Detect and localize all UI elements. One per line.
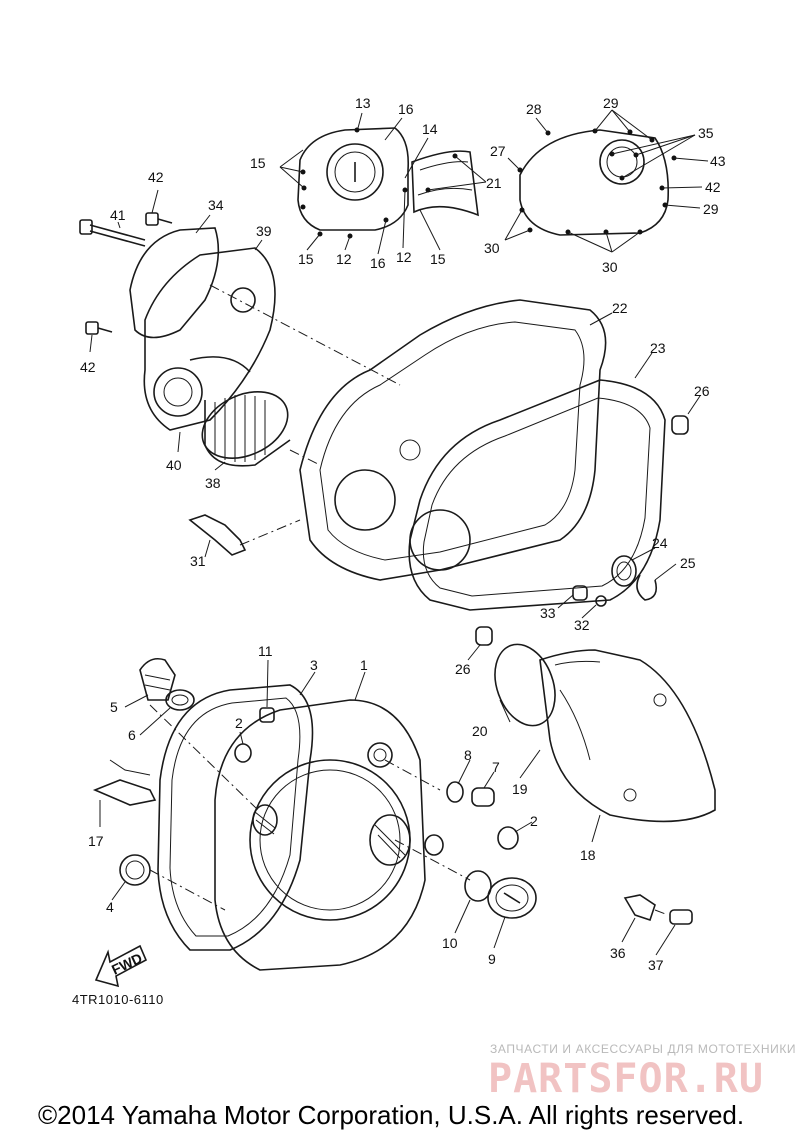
callout-23: 23 [650,340,666,356]
callout-42: 42 [148,169,164,185]
callout-13: 13 [355,95,371,111]
callout-19: 19 [512,781,528,797]
forward-direction-icon: FWD [94,944,148,988]
callout-10: 10 [442,935,458,951]
watermark-tagline: ЗАПЧАСТИ И АКСЕССУАРЫ ДЛЯ МОТОТЕХНИКИ [490,1042,797,1056]
callout-20: 20 [472,723,488,739]
callout-25: 25 [680,555,696,571]
callout-15: 15 [430,251,446,267]
callout-32: 32 [574,617,590,633]
callout-24: 24 [652,535,668,551]
callout-6: 6 [128,727,136,743]
callout-14: 14 [422,121,438,137]
callout-26: 26 [694,383,710,399]
callout-21: 21 [486,175,502,191]
callout-41: 41 [110,207,126,223]
callout-35: 35 [698,125,714,141]
callout-28: 28 [526,101,542,117]
callout-30: 30 [602,259,618,275]
callout-5: 5 [110,699,118,715]
crankcase-gasket-group [188,299,701,661]
callout-42: 42 [80,359,96,375]
callout-9: 9 [488,951,496,967]
callout-12: 12 [396,249,412,265]
callout-27: 27 [490,143,506,159]
oil-filter-group [79,189,401,471]
sprocket-cover-group [446,643,716,956]
callout-18: 18 [580,847,596,863]
callout-17: 17 [88,833,104,849]
callout-8: 8 [464,747,472,763]
callout-1: 1 [360,657,368,673]
callout-26: 26 [455,661,471,677]
callout-34: 34 [208,197,224,213]
watermark-logo: PARTSFOR.RU [488,1056,764,1102]
callout-11: 11 [258,643,273,659]
callout-15: 15 [250,155,266,171]
callout-labels: 13 16 14 15 21 15 12 16 12 15 28 29 27 3… [80,95,726,973]
callout-31: 31 [190,553,206,569]
callout-40: 40 [166,457,182,473]
copyright-notice: ©2014 Yamaha Motor Corporation, U.S.A. A… [38,1100,745,1130]
callout-36: 36 [610,945,626,961]
callout-42: 42 [705,179,721,195]
callout-30: 30 [484,240,500,256]
callout-16: 16 [398,101,414,117]
callout-29: 29 [703,201,719,217]
callout-38: 38 [205,475,221,491]
callout-22: 22 [612,300,628,316]
fwd-label: FWD [109,950,145,978]
callout-7: 7 [492,759,500,775]
callout-2: 2 [235,715,243,731]
inspection-cover-group [279,112,487,255]
callout-43: 43 [710,153,726,169]
callout-15: 15 [298,251,314,267]
crankcase-cover-group [92,657,471,971]
callout-12: 12 [336,251,352,267]
callout-33: 33 [540,605,556,621]
callout-37: 37 [648,957,664,973]
callout-2: 2 [530,813,538,829]
diagram-part-code: 4TR1010-6110 [72,992,164,1007]
callout-39: 39 [256,223,272,239]
callout-16: 16 [370,255,386,271]
callout-4: 4 [106,899,114,915]
clutch-cover-group [504,109,709,253]
callout-3: 3 [310,657,318,673]
callout-29: 29 [603,95,619,111]
